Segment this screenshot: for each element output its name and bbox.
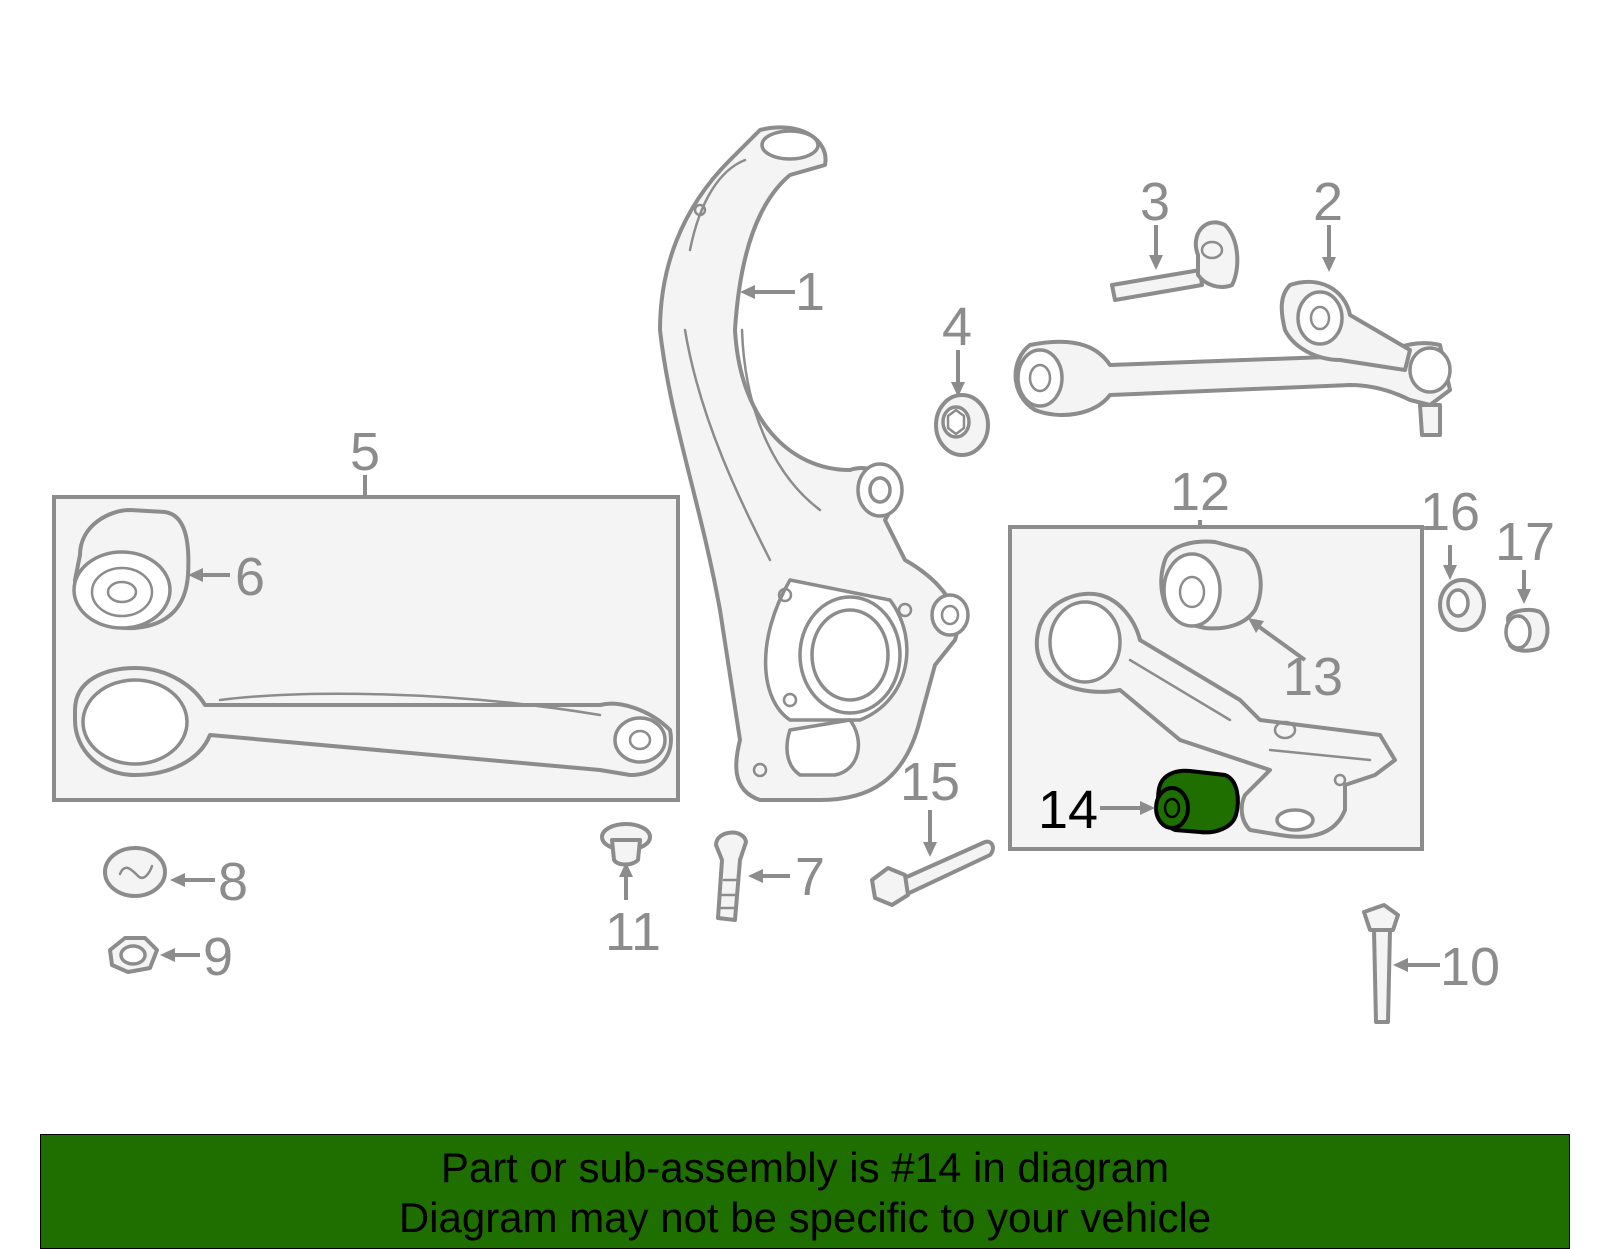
callout-label-15: 15 — [900, 752, 960, 812]
callout-label-17: 17 — [1495, 512, 1555, 572]
part-16-washer[interactable] — [1438, 578, 1486, 632]
part-4-nut[interactable] — [934, 393, 990, 457]
part-5-lower-control-arm[interactable] — [73, 666, 673, 777]
banner-line-part-number: Part or sub-assembly is #14 in diagram — [440, 1144, 1170, 1191]
part-17-bushing[interactable] — [1504, 608, 1550, 653]
callout-label-6: 6 — [235, 547, 265, 607]
callout-label-12: 12 — [1170, 462, 1230, 522]
callout-label-2: 2 — [1313, 172, 1343, 232]
part-6-bushing[interactable] — [72, 508, 191, 631]
part-10-bolt[interactable] — [1362, 903, 1400, 1024]
callout-label-1: 1 — [795, 262, 825, 322]
callout-label-14: 14 — [1038, 780, 1098, 840]
part-13-bushing[interactable] — [1159, 539, 1263, 631]
callout-label-5: 5 — [350, 422, 380, 482]
part-11-clip-nut[interactable] — [600, 822, 652, 867]
callout-label-9: 9 — [203, 927, 233, 987]
callout-label-3: 3 — [1140, 172, 1170, 232]
part-3-ball-joint-stud[interactable] — [1110, 220, 1240, 302]
part-8-washer[interactable] — [103, 846, 167, 898]
part-1-steering-knuckle[interactable] — [658, 125, 970, 802]
callout-label-16: 16 — [1420, 482, 1480, 542]
part-15-bolt[interactable] — [870, 839, 995, 907]
part-9-nut[interactable] — [108, 936, 159, 974]
callout-label-10: 10 — [1440, 937, 1500, 997]
callout-label-4: 4 — [942, 297, 972, 357]
info-banner: Part or sub-assembly is #14 in diagram D… — [40, 1134, 1570, 1249]
callout-label-11: 11 — [605, 902, 661, 962]
callout-label-8: 8 — [218, 852, 248, 912]
part-14-bushing-highlighted[interactable] — [1154, 768, 1240, 835]
callout-arrows — [160, 225, 1531, 972]
banner-line-disclaimer: Diagram may not be specific to your vehi… — [398, 1194, 1212, 1241]
callout-label-13: 13 — [1283, 647, 1343, 707]
callout-label-7: 7 — [795, 847, 825, 907]
part-7-stud[interactable] — [714, 830, 748, 922]
part-2-upper-control-arm[interactable] — [1013, 279, 1452, 437]
part-12-lower-control-arm[interactable] — [1034, 591, 1397, 839]
